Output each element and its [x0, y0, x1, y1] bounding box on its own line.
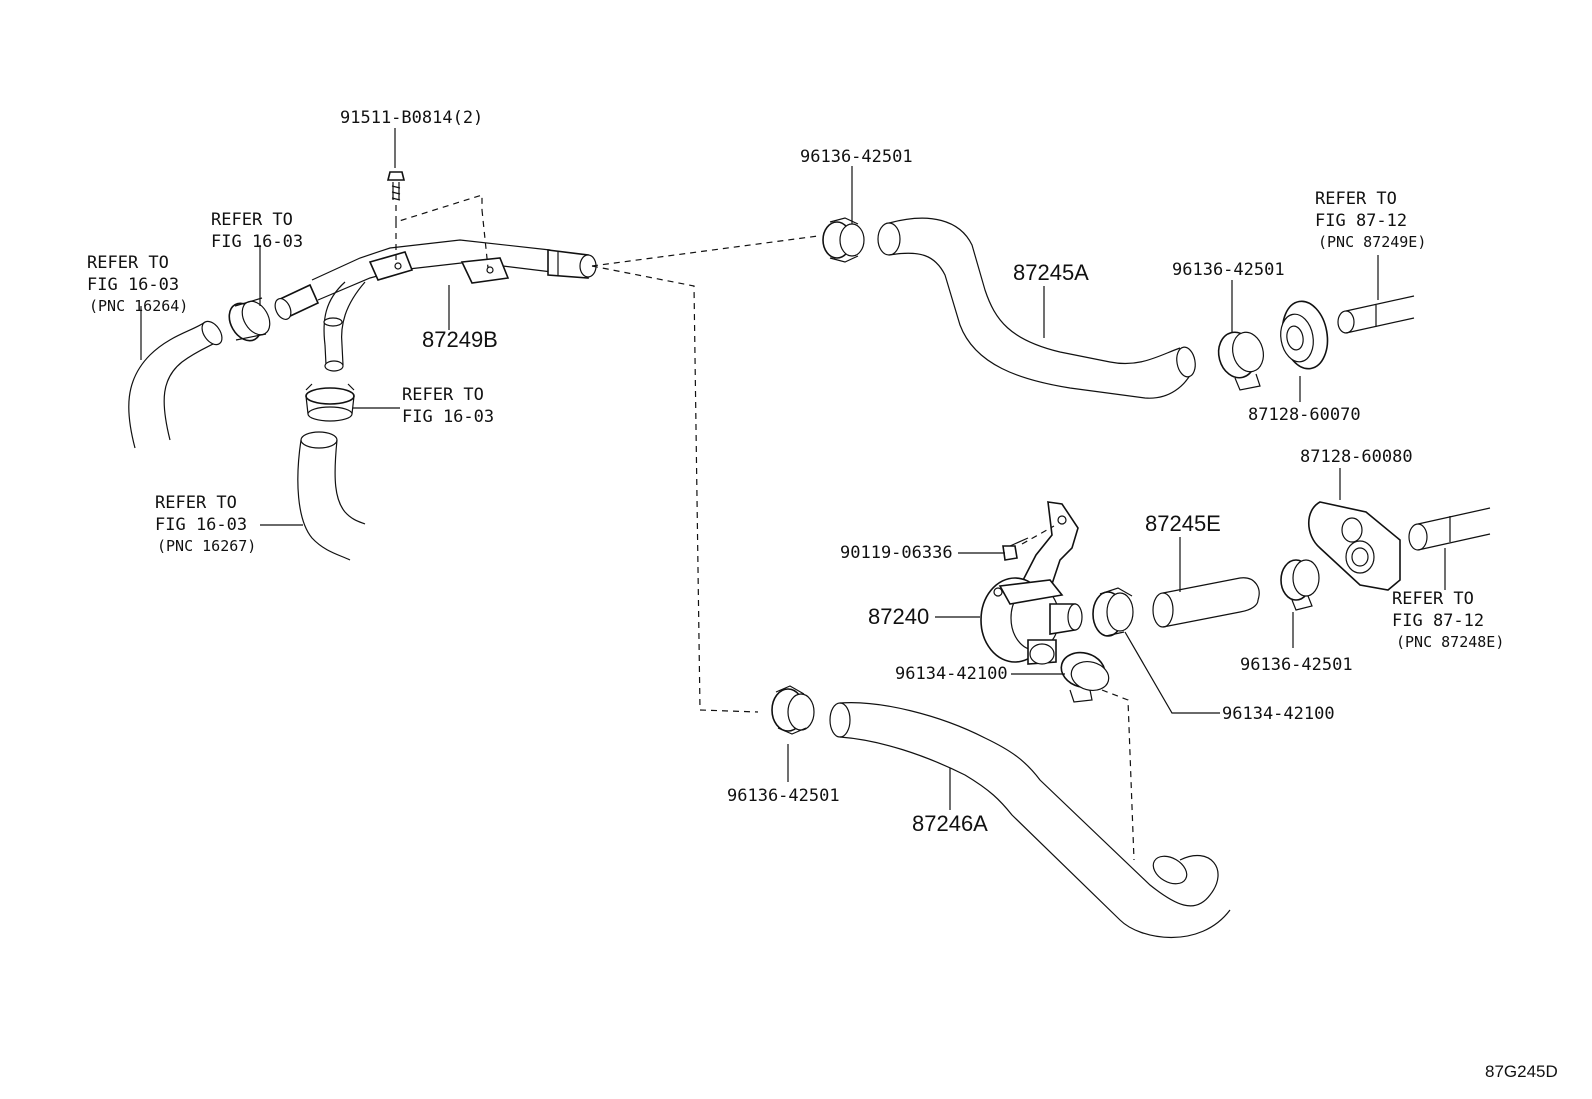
label-refer-left-1: REFER TO — [87, 253, 169, 273]
clamp-96134-upper — [1092, 587, 1134, 637]
label-refer-clamp-2: FIG 16-03 — [402, 407, 494, 427]
label-hose-87245e: 87245E — [1145, 511, 1221, 536]
label-bolt-valve: 90119-06336 — [840, 543, 953, 563]
clamp-lower-guide — [1101, 689, 1135, 861]
clamp-96136-lower — [771, 685, 815, 735]
left-hose — [128, 320, 223, 449]
top-clamp — [822, 217, 865, 263]
hose-87245e — [1152, 577, 1260, 628]
label-clamp-valve: 96134-42100 — [895, 664, 1008, 684]
label-refer-right-low-1: REFER TO — [1392, 589, 1474, 609]
label-refer-right-2: FIG 87-12 — [1315, 211, 1407, 231]
label-bolt-top: 91511-B0814(2) — [340, 108, 483, 128]
lower-left-hose — [297, 431, 366, 561]
connector-line-down — [591, 265, 759, 713]
label-clamp-e-lower: 96136-42501 — [1240, 655, 1353, 675]
bolt-90119-icon — [1002, 537, 1029, 561]
mid-clamp — [305, 383, 355, 422]
label-valve-87240: 87240 — [868, 604, 929, 629]
label-grommet-bottom: 87128-60080 — [1300, 447, 1413, 467]
left-clamp — [228, 297, 271, 342]
pipe-refer-87249e — [1337, 295, 1415, 334]
bolt-guide — [395, 194, 489, 269]
label-clamp-right: 96136-42501 — [1172, 260, 1285, 280]
label-refer-lower-3: (PNC 16267) — [157, 537, 256, 555]
hose-87245a — [877, 217, 1196, 399]
label-clamp-lower: 96136-42501 — [727, 786, 840, 806]
right-clamp — [1217, 331, 1264, 391]
label-pipe-87249b: 87249B — [422, 327, 498, 352]
clamp-96134-lower — [1060, 651, 1110, 703]
grommet-87128-60080 — [1307, 501, 1401, 591]
hose-87246a — [829, 702, 1231, 939]
grommet-87128-60070 — [1280, 300, 1329, 370]
diagram-id: 87G245D — [1485, 1062, 1558, 1081]
label-refer-lower-2: FIG 16-03 — [155, 515, 247, 535]
label-refer-right-low-2: FIG 87-12 — [1392, 611, 1484, 631]
label-refer-right-3: (PNC 87249E) — [1318, 233, 1426, 251]
label-grommet-top: 87128-60070 — [1248, 405, 1361, 425]
label-clamp-valve-2: 96134-42100 — [1222, 704, 1335, 724]
clamp-96136-right — [1280, 559, 1320, 611]
label-refer-right-low-3: (PNC 87248E) — [1396, 633, 1504, 651]
label-refer-right-1: REFER TO — [1315, 189, 1397, 209]
pipe-refer-87248e — [1408, 507, 1491, 551]
label-hose-87245a: 87245A — [1013, 260, 1089, 285]
valve-87240 — [980, 577, 1083, 665]
label-refer-left-3: (PNC 16264) — [89, 297, 188, 315]
connector-line-upper — [591, 235, 819, 267]
label-refer-clamp-1: REFER TO — [402, 385, 484, 405]
pipe-87249b — [274, 239, 597, 372]
label-refer-mid-1: REFER TO — [211, 210, 293, 230]
leader-lines — [140, 166, 1446, 810]
label-clamp-top: 96136-42501 — [800, 147, 913, 167]
label-refer-mid-2: FIG 16-03 — [211, 232, 303, 252]
label-refer-lower-1: REFER TO — [155, 493, 237, 513]
bolt-icon — [386, 128, 406, 201]
label-refer-left-2: FIG 16-03 — [87, 275, 179, 295]
label-hose-87246a: 87246A — [912, 811, 988, 836]
